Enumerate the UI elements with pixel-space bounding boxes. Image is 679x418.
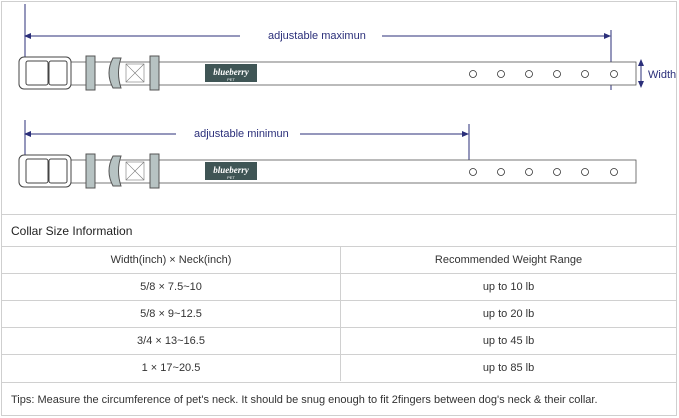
width-label: Width: [648, 69, 676, 81]
keeper: [149, 55, 160, 91]
holes: [469, 70, 618, 78]
header-size: Width(inch) × Neck(inch): [2, 246, 341, 274]
weight-cell: up to 20 lb: [340, 300, 676, 328]
svg-text:PET: PET: [227, 77, 235, 82]
buckle: [18, 56, 72, 90]
d-ring: [108, 57, 122, 89]
max-label: adjustable maximun: [268, 30, 366, 42]
table-row: 1 × 17~20.5 up to 85 lb: [2, 354, 676, 381]
table-header-row: Width(inch) × Neck(inch) Recommended Wei…: [2, 246, 676, 274]
brand-logo: [205, 162, 257, 180]
brand-logo: [205, 64, 257, 82]
svg-text:blueberry: blueberry: [213, 165, 250, 175]
min-label: adjustable minimun: [194, 128, 289, 140]
size-cell: 5/8 × 9~12.5: [2, 300, 341, 328]
table-row: 3/4 × 13~16.5 up to 45 lb: [2, 327, 676, 355]
collar-maximum: adjustable maximun blueberry PET Width: [18, 4, 676, 91]
size-cell: 5/8 × 7.5~10: [2, 273, 341, 301]
weight-cell: up to 45 lb: [340, 327, 676, 355]
keeper: [85, 55, 96, 91]
table-row: 5/8 × 7.5~10 up to 10 lb: [2, 273, 676, 301]
buckle: [18, 154, 72, 188]
size-table: Width(inch) × Neck(inch) Recommended Wei…: [2, 246, 676, 381]
svg-text:PET: PET: [227, 175, 235, 180]
table-row: 5/8 × 9~12.5 up to 20 lb: [2, 300, 676, 328]
svg-text:blueberry: blueberry: [213, 67, 250, 77]
weight-cell: up to 85 lb: [340, 354, 676, 381]
size-cell: 3/4 × 13~16.5: [2, 327, 341, 355]
collar-diagram: adjustable maximun blueberry PET Width a…: [18, 4, 676, 189]
tips-text: Tips: Measure the circumference of pet's…: [2, 382, 676, 415]
weight-cell: up to 10 lb: [340, 273, 676, 301]
size-cell: 1 × 17~20.5: [2, 354, 341, 381]
collar-minimum: adjustable minimun blueberry PET: [18, 120, 637, 189]
section-title: Collar Size Information: [2, 214, 676, 246]
header-weight: Recommended Weight Range: [340, 246, 676, 274]
holes: [469, 168, 618, 176]
